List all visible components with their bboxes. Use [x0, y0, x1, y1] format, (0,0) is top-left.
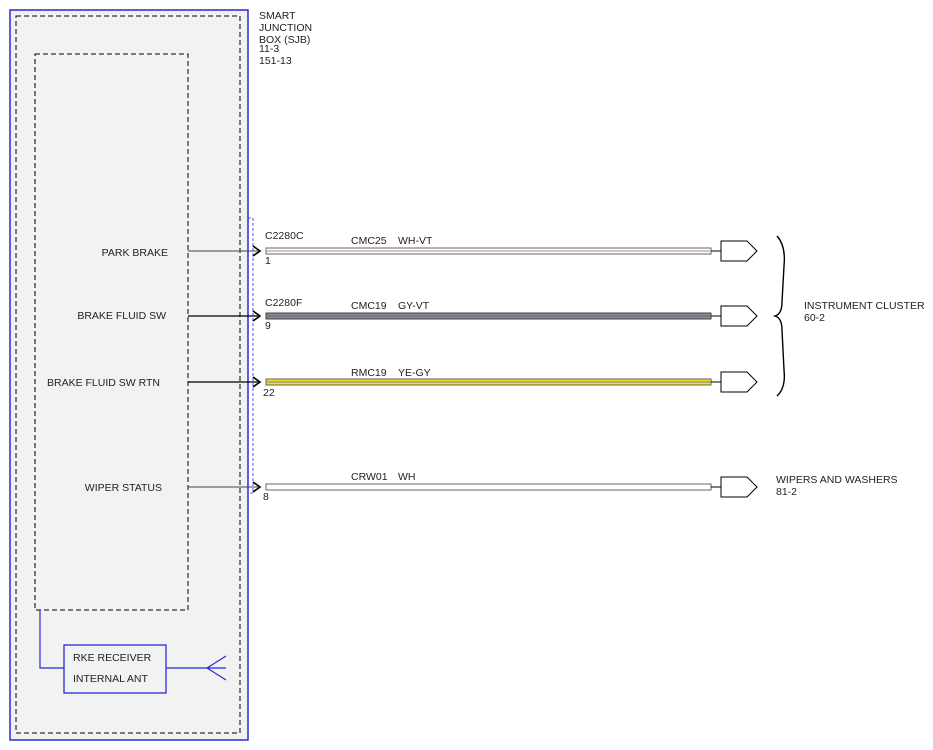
pin-arrow-icon: [252, 481, 262, 493]
wire-color-code: WH: [398, 471, 416, 483]
pin-number: 9: [265, 320, 271, 332]
wire-color-code: WH-VT: [398, 235, 433, 247]
sjb-inner-dashed-boundary: [34, 53, 189, 611]
wire-color-code: YE-GY: [398, 367, 431, 379]
module-name: SMART JUNCTION BOX (SJB): [259, 10, 313, 47]
circuit-row: [188, 305, 758, 327]
connector-end-icon: [720, 371, 758, 393]
rke-receiver-box: [63, 644, 167, 694]
signal-label: BRAKE FLUID SW RTN: [47, 377, 160, 389]
destination-ref: 81-2: [776, 486, 798, 498]
connector-end-icon: [720, 240, 758, 262]
circuit-id: CMC25: [351, 235, 387, 247]
connector-end-icon: [720, 305, 758, 327]
connector-dashed-region: [247, 217, 254, 494]
rke-antenna-label: INTERNAL ANT: [73, 673, 148, 685]
rke-receiver-label: RKE RECEIVER: [73, 652, 152, 664]
rke-blue-link: [39, 610, 64, 669]
connector-end-icon: [720, 476, 758, 498]
pin-arrow-icon: [252, 310, 262, 322]
connector-id: C2280C: [265, 230, 304, 242]
signal-label: BRAKE FLUID SW: [77, 310, 166, 322]
circuit-row: [188, 371, 758, 393]
signal-label: WIPER STATUS: [84, 482, 162, 494]
destination-name: WIPERS AND WASHERS: [776, 474, 898, 486]
sjb-outer-dashed-boundary: [15, 15, 241, 734]
destination-brace: [772, 235, 786, 397]
sjb-module-outline: [9, 9, 249, 741]
circuit-row: [188, 240, 758, 262]
wire-segment: [265, 483, 712, 491]
antenna-icon: [206, 655, 227, 681]
circuit-row: [188, 476, 758, 498]
connector-id: C2280F: [265, 297, 303, 309]
pin-arrow-icon: [252, 245, 262, 257]
circuit-id: RMC19: [351, 367, 387, 379]
circuit-id: CRW01: [351, 471, 388, 483]
pin-arrow-icon: [252, 376, 262, 388]
wire-color-code: GY-VT: [398, 300, 430, 312]
pin-number: 22: [263, 387, 275, 399]
module-page-refs: 11-3 151-13: [259, 43, 292, 68]
destination-name: INSTRUMENT CLUSTER: [804, 300, 925, 312]
pin-number: 1: [265, 255, 271, 267]
circuit-id: CMC19: [351, 300, 387, 312]
pin-number: 8: [263, 491, 269, 503]
destination-ref: 60-2: [804, 312, 826, 324]
signal-label: PARK BRAKE: [101, 247, 168, 259]
